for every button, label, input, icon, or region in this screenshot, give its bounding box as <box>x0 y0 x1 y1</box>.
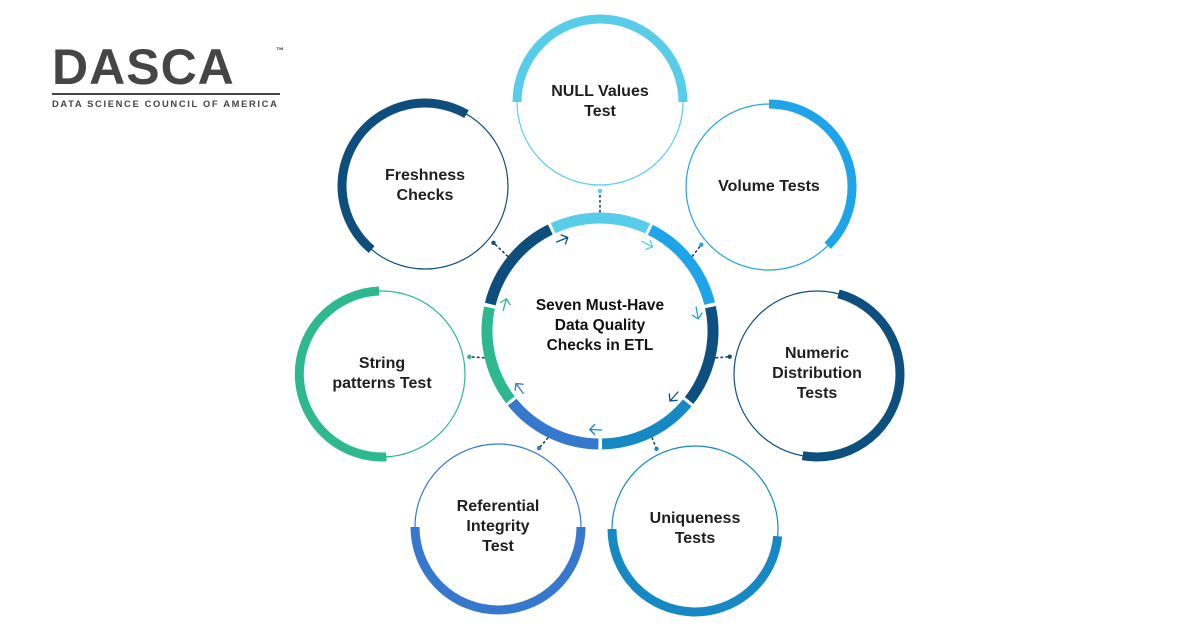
string-patterns-test-hub-segment <box>481 305 516 405</box>
uniqueness-tests-arc <box>607 528 783 617</box>
referential-integrity-test-connector-dot <box>536 445 542 451</box>
numeric-distribution-tests-label: Numeric Distribution Tests <box>772 345 862 402</box>
uniqueness-tests-hub-arrow <box>589 423 603 436</box>
hub-gap-4 <box>504 394 519 408</box>
logo-divider <box>52 93 280 95</box>
string-patterns-test-hub-arrow <box>499 298 511 312</box>
null-values-test-hub-segment <box>549 212 651 234</box>
dasca-logo: DASCA ™ DATA SCIENCE COUNCIL OF AMERICA <box>52 39 284 109</box>
numeric-distribution-tests-hub-segment <box>684 305 719 405</box>
center-title: Seven Must-Have Data Quality Checks in E… <box>535 297 665 354</box>
null-values-test-hub-arrow <box>641 239 654 250</box>
null-values-test-label: NULL Values Test <box>551 83 649 120</box>
hub-gap-1 <box>701 301 719 309</box>
numeric-distribution-tests-connector <box>715 355 731 359</box>
referential-integrity-test-hub-segment <box>507 398 599 450</box>
referential-integrity-test-arc <box>410 526 586 615</box>
hub-gap-0 <box>644 221 654 238</box>
volume-tests-label: Volume Tests <box>718 178 820 195</box>
uniqueness-tests-connector-dot <box>654 446 659 451</box>
null-values-test-arc <box>512 14 688 103</box>
referential-integrity-test-label: Referential Integrity Test <box>456 498 540 555</box>
hub-gap-2 <box>680 395 696 408</box>
freshness-checks-arc <box>337 98 469 254</box>
string-patterns-test-arc <box>294 286 387 462</box>
logo-trademark: ™ <box>276 46 284 55</box>
logo-tagline: DATA SCIENCE COUNCIL OF AMERICA <box>52 98 279 109</box>
uniqueness-tests-hub-segment <box>601 398 693 450</box>
string-patterns-test-connector <box>468 355 485 359</box>
volume-tests-hub-arrow <box>691 306 703 320</box>
uniqueness-tests-label: Uniqueness Tests <box>649 510 741 547</box>
freshness-checks-label: Freshness Checks <box>384 167 466 204</box>
referential-integrity-test-hub-arrow <box>514 382 524 394</box>
numeric-distribution-tests-connector-dot <box>727 354 732 359</box>
numeric-distribution-tests-arc <box>801 289 905 462</box>
string-patterns-test-connector-dot <box>467 354 472 359</box>
volume-tests-connector-dot <box>699 242 704 247</box>
string-patterns-test-label: String patterns Test <box>332 355 432 392</box>
freshness-checks-connector-dot <box>491 240 496 245</box>
hub-gap-6 <box>546 220 557 237</box>
freshness-checks-hub-segment <box>484 224 554 306</box>
volume-tests-connector <box>691 243 703 257</box>
volume-tests-hub-segment <box>646 224 716 306</box>
logo-wordmark: DASCA <box>52 39 235 95</box>
volume-tests-arc <box>768 99 857 249</box>
numeric-distribution-tests-hub-arrow <box>668 391 679 402</box>
freshness-checks-hub-arrow <box>555 234 569 245</box>
hub-gap-5 <box>481 302 498 310</box>
freshness-checks-connector <box>492 242 509 257</box>
null-values-test-connector-dot <box>597 188 603 194</box>
referential-integrity-test-connector <box>538 437 549 449</box>
